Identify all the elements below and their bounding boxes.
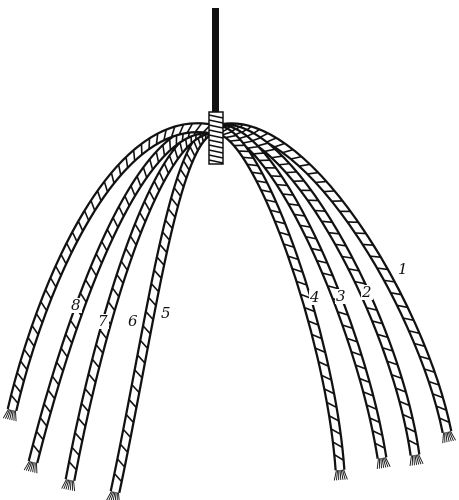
strand-3-fray [377, 459, 378, 469]
strand-7-core [33, 129, 216, 462]
strand-label-5: 5 [160, 306, 172, 321]
strand-1-twist [316, 182, 326, 183]
strand-label-1: 1 [397, 262, 409, 277]
strand-2-twist [286, 172, 296, 173]
strand-2-twist [315, 210, 325, 211]
strand-8-fray [15, 411, 16, 421]
strand-3-fray [381, 458, 382, 468]
strand-7-twist [170, 140, 171, 150]
strand-4-fray [334, 470, 336, 480]
strand-3-twist [271, 176, 281, 177]
strand-label-6: 6 [127, 314, 139, 329]
strand-1-twist [324, 191, 334, 192]
strand-1-twist [356, 233, 366, 234]
strand-label-3: 3 [335, 289, 347, 304]
strand-2-twist [322, 221, 332, 222]
strand-8-twist [134, 150, 135, 160]
strand-label-4: 4 [309, 290, 321, 305]
strand-5-fray [119, 493, 120, 500]
strand-4-twist [230, 140, 240, 141]
strand-4-twist [243, 157, 253, 158]
strand-3-twist [283, 194, 293, 195]
strand-label-7: 7 [97, 314, 109, 329]
strand-label-2: 2 [361, 285, 373, 300]
hanging-cord [212, 8, 219, 118]
rope-ink [3, 8, 455, 500]
strand-3-twist [254, 153, 264, 154]
strand-4-fray [340, 470, 341, 480]
strand-1-fray [446, 432, 447, 442]
strand-2-fray [410, 456, 411, 466]
strand-6-fray [70, 480, 71, 490]
strand-3-twist [277, 185, 287, 186]
strand-6-fray [74, 481, 75, 491]
strand-7-outline [33, 129, 216, 462]
strand-1-twist [370, 256, 380, 257]
strand-label-8: 8 [70, 298, 82, 313]
strand-1-twist [363, 244, 373, 245]
strand-4-fray [336, 470, 337, 480]
strand-5-fray [115, 492, 116, 500]
strand-1-fray [443, 433, 444, 443]
strand-2-twist [279, 164, 289, 165]
strand-2-fray [414, 455, 415, 465]
strand-7-fray [35, 463, 36, 473]
